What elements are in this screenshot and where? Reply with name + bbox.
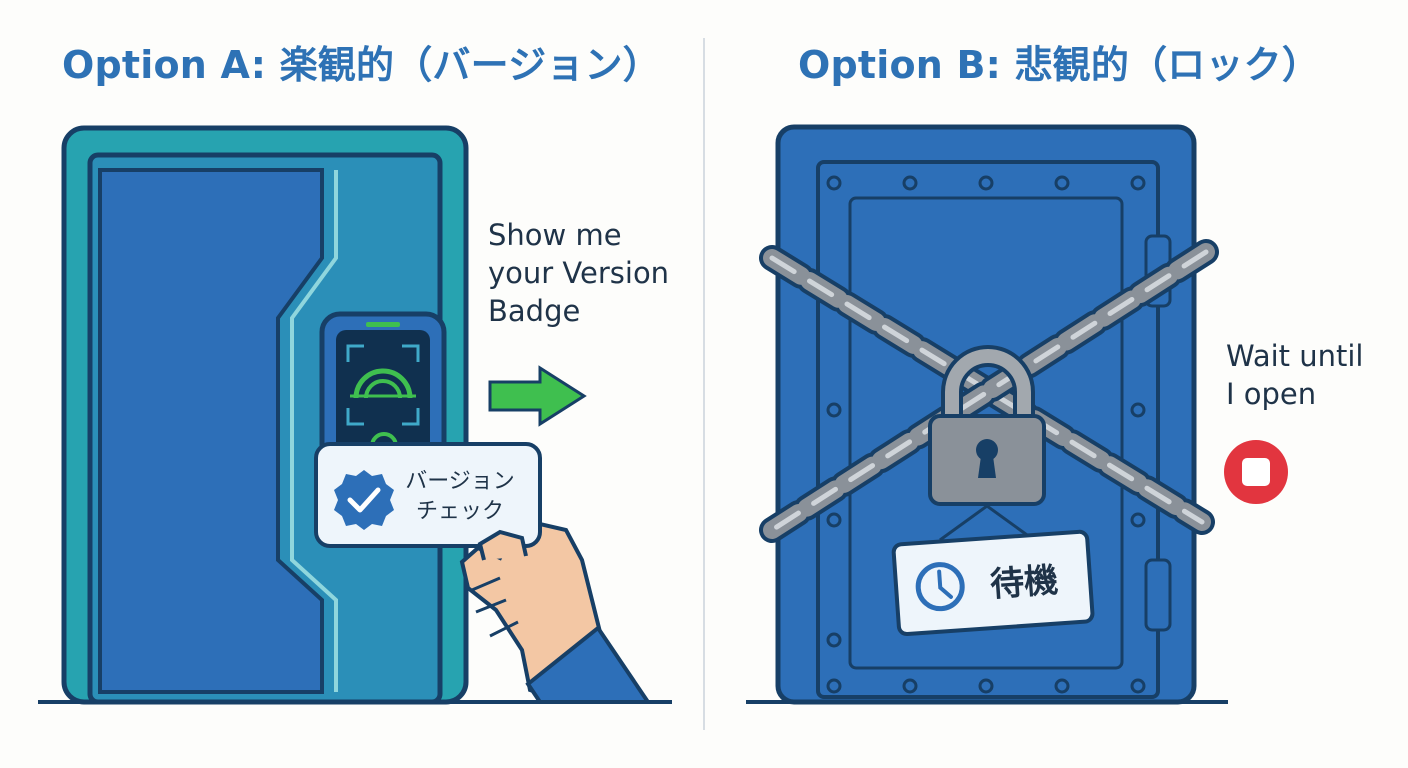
option-a-caption-line: your Version — [488, 256, 670, 290]
option-b-caption: Wait until I open — [1226, 337, 1363, 413]
clock-icon — [915, 562, 965, 612]
panel-divider — [703, 38, 705, 730]
card-line-2: チェック — [416, 499, 504, 524]
stop-icon — [1224, 440, 1288, 504]
arrow-right-icon — [488, 365, 587, 427]
check-badge-icon — [334, 470, 394, 530]
option-b-title: Option B: 悲観的（ロック） — [798, 43, 1321, 87]
version-check-card: バージョン チェック — [314, 442, 542, 548]
option-a-caption-line: Badge — [488, 294, 581, 328]
option-a-caption: Show me your Version Badge — [488, 216, 669, 330]
chain-icon — [759, 239, 1219, 543]
wait-sign-label: 待機 — [989, 560, 1060, 605]
option-b-caption-line: Wait until — [1226, 339, 1364, 373]
option-a-title: Option A: 楽観的（バージョン） — [62, 43, 661, 87]
option-a-caption-line: Show me — [488, 218, 622, 252]
wait-sign: 待機 — [891, 529, 1095, 637]
option-b-caption-line: I open — [1226, 377, 1317, 411]
card-line-1: バージョン — [405, 469, 515, 494]
padlock-icon — [928, 345, 1046, 506]
